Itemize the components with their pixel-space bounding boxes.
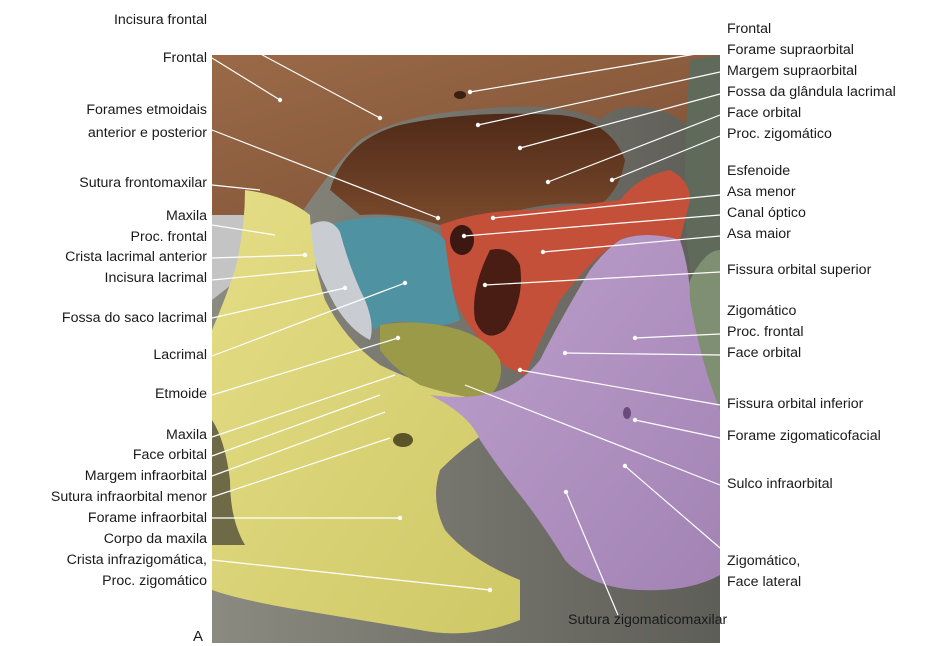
label-anterior-posterior: anterior e posterior xyxy=(88,125,207,142)
label-maxila-lower: Maxila xyxy=(166,427,207,444)
label-proc-zigomatico-left: Proc. zigomático xyxy=(102,573,207,590)
label-frontal-left: Frontal xyxy=(163,50,207,67)
label-crista-lacrimal: Crista lacrimal anterior xyxy=(65,249,207,266)
label-forame-zigomaticofacial: Forame zigomaticofacial xyxy=(727,428,881,445)
label-face-lateral: Face lateral xyxy=(727,574,801,591)
label-fissura-orbital-inferior: Fissura orbital inferior xyxy=(727,396,863,413)
label-sutura-zigomaticomaxilar: Sutura zigomaticomaxilar xyxy=(568,612,727,629)
optic-canal-shape xyxy=(450,225,474,255)
label-asa-menor: Asa menor xyxy=(727,184,796,201)
label-forame-infraorbital: Forame infraorbital xyxy=(88,510,207,527)
label-fossa-glandula: Fossa da glândula lacrimal xyxy=(727,84,896,101)
label-face-orbital-frontal: Face orbital xyxy=(727,105,801,122)
label-proc-frontal-left: Proc. frontal xyxy=(131,229,208,246)
label-incisura-frontal: Incisura frontal xyxy=(114,12,207,29)
label-sutura-infraorbital: Sutura infraorbital menor xyxy=(51,489,207,506)
label-maxila-upper: Maxila xyxy=(166,208,207,225)
label-sutura-frontomaxilar: Sutura frontomaxilar xyxy=(79,175,207,192)
label-zigomatico: Zigomático xyxy=(727,303,796,320)
label-forame-supraorbital: Forame supraorbital xyxy=(727,42,854,59)
label-zigomatico-lateral: Zigomático, xyxy=(727,553,800,570)
label-incisura-lacrimal: Incisura lacrimal xyxy=(105,270,208,287)
label-esfenoide: Esfenoide xyxy=(727,163,790,180)
label-margem-infraorbital: Margem infraorbital xyxy=(85,468,207,485)
label-crista-infrazigomatica: Crista infrazigomática, xyxy=(67,552,207,569)
label-canal-optico: Canal óptico xyxy=(727,205,806,222)
label-fossa-saco-lacrimal: Fossa do saco lacrimal xyxy=(62,310,207,327)
supraorbital-foramen-shape xyxy=(454,91,466,99)
label-forames-etmoidais: Forames etmoidais xyxy=(86,102,207,119)
label-sulco-infraorbital: Sulco infraorbital xyxy=(727,476,833,493)
label-margem-supraorbital: Margem supraorbital xyxy=(727,63,857,80)
label-proc-zigomatico-right: Proc. zigomático xyxy=(727,126,832,143)
label-etmoide: Etmoide xyxy=(155,386,207,403)
label-lacrimal: Lacrimal xyxy=(153,347,207,364)
label-frontal-right: Frontal xyxy=(727,21,771,38)
label-face-orbital-left: Face orbital xyxy=(133,447,207,464)
infraorbital-foramen-shape xyxy=(393,433,413,447)
label-asa-maior: Asa maior xyxy=(727,226,791,243)
label-proc-frontal-right: Proc. frontal xyxy=(727,324,804,341)
label-corpo-maxila: Corpo da maxila xyxy=(104,531,207,548)
panel-letter: A xyxy=(193,628,203,645)
label-face-orbital-zygomatic: Face orbital xyxy=(727,345,801,362)
label-fissura-orbital-superior: Fissura orbital superior xyxy=(727,262,871,279)
zygomaticofacial-foramen-shape xyxy=(623,407,631,419)
